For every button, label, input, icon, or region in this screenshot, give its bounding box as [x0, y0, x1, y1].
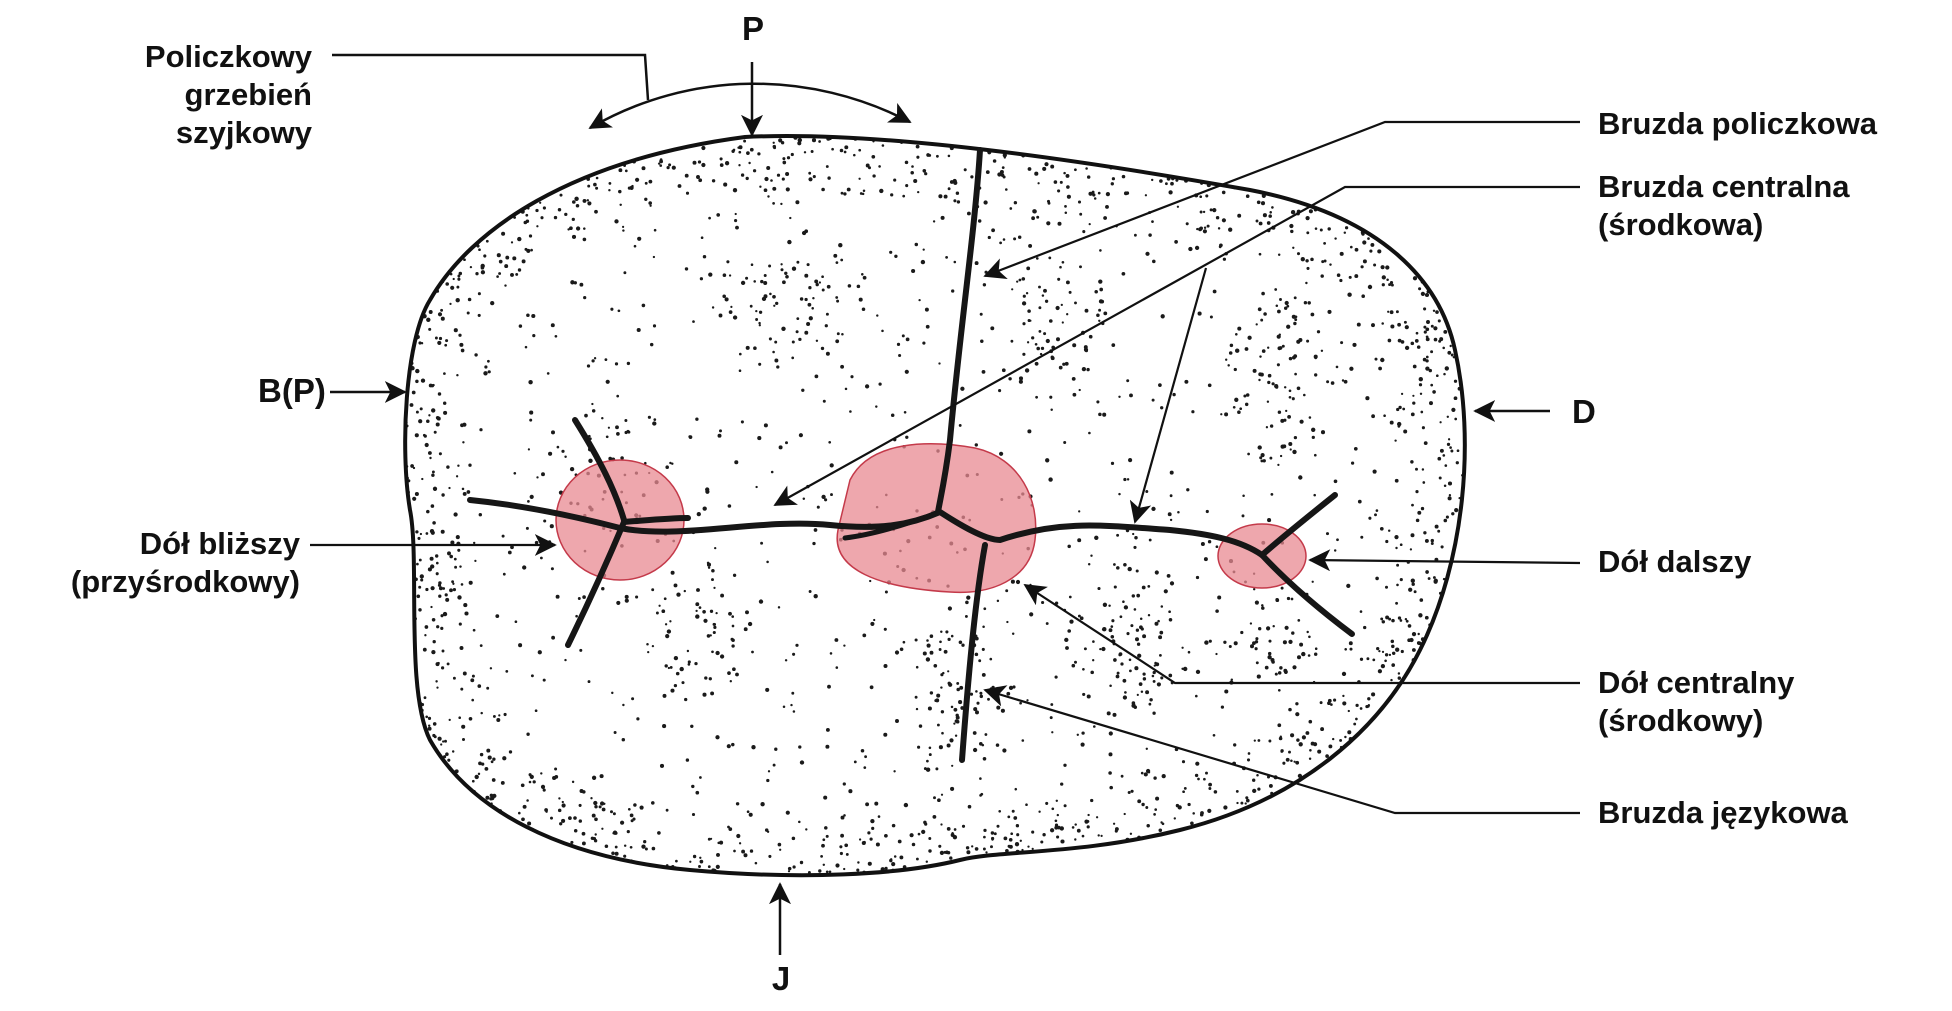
buccal-cervical-ridge-line-3: szyjkowy — [60, 114, 312, 152]
central-fossa-line-2: (środkowy) — [1598, 702, 1794, 740]
buccal-cervical-ridge-indicator — [332, 55, 910, 128]
central-groove-line-1: Bruzda centralna — [1598, 168, 1850, 206]
direction-top-label: P — [735, 10, 771, 48]
buccal-cervical-ridge-line-2: grzebień — [60, 76, 312, 114]
central-groove-line-2: (środkowa) — [1598, 206, 1850, 244]
ridge-leader-line — [332, 55, 648, 100]
leader-distal-fossa — [1310, 560, 1580, 563]
buccal-cervical-ridge-line-1: Policzkowy — [60, 38, 312, 76]
mesial-fossa-label: Dół bliższy (przyśrodkowy) — [0, 525, 300, 601]
leader-central-fossa — [1025, 585, 1580, 683]
mesial-fossa-line-2: (przyśrodkowy) — [0, 563, 300, 601]
buccal-cervical-ridge-label: Policzkowy grzebień szyjkowy — [60, 38, 312, 152]
direction-left-label: B(P) — [258, 372, 326, 410]
central-fossa-line-1: Dół centralny — [1598, 664, 1794, 702]
distal-fossa-label: Dół dalszy — [1598, 543, 1751, 581]
central-fossa-label: Dół centralny (środkowy) — [1598, 664, 1794, 740]
distal-fossa-groove-down — [1262, 555, 1352, 634]
buccal-groove-label: Bruzda policzkowa — [1598, 105, 1877, 143]
direction-bottom-label: J — [763, 960, 799, 998]
ridge-arc — [590, 84, 910, 128]
central-groove-label: Bruzda centralna (środkowa) — [1598, 168, 1850, 244]
mesial-fossa-line-1: Dół bliższy — [0, 525, 300, 563]
lingual-groove-label: Bruzda językowa — [1598, 794, 1848, 832]
leader-central-groove-b — [1135, 268, 1206, 522]
central-fossa-area — [837, 444, 1036, 593]
direction-right-label: D — [1572, 393, 1596, 431]
